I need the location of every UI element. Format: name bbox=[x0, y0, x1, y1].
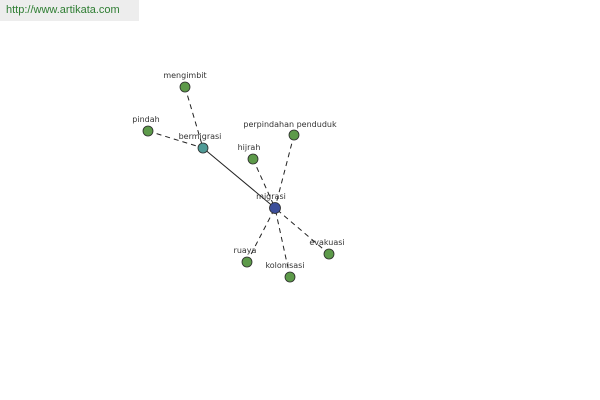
node-hijrah[interactable] bbox=[247, 153, 259, 165]
node-evakuasi[interactable] bbox=[323, 248, 335, 260]
node-label-mengimbit[interactable]: mengimbit bbox=[163, 71, 206, 80]
node-perpindahan-penduduk[interactable] bbox=[288, 129, 300, 141]
node-label-perpindahan-penduduk[interactable]: perpindahan penduduk bbox=[243, 120, 337, 129]
node-pindah[interactable] bbox=[142, 125, 154, 137]
label-group: mengimbit pindah bermigrasi perpindahan pen… bbox=[132, 71, 344, 270]
edge-perpindahan_penduduk-migrasi bbox=[274, 134, 295, 209]
node-label-kolonisasi[interactable]: kolonisasi bbox=[265, 261, 304, 270]
edge-group bbox=[147, 86, 330, 278]
edge-kolonisasi-migrasi bbox=[274, 207, 291, 278]
node-group bbox=[142, 81, 335, 283]
edge-mengimbit-bermigrasi bbox=[184, 86, 204, 149]
node-label-hijrah[interactable]: hijrah bbox=[238, 143, 261, 152]
node-label-pindah[interactable]: pindah bbox=[132, 115, 159, 124]
node-bermigrasi[interactable] bbox=[197, 142, 209, 154]
edge-bermigrasi-migrasi bbox=[202, 147, 276, 209]
node-label-migrasi[interactable]: migrasi bbox=[256, 192, 286, 201]
node-migrasi[interactable] bbox=[269, 202, 281, 214]
edge-pindah-bermigrasi bbox=[147, 130, 204, 149]
edge-evakuasi-migrasi bbox=[274, 207, 330, 255]
edge-ruaya-migrasi bbox=[246, 207, 276, 263]
site-url-link[interactable]: http://www.artikata.com bbox=[6, 4, 120, 16]
url-banner: http://www.artikata.com bbox=[0, 0, 139, 21]
node-ruaya[interactable] bbox=[241, 256, 253, 268]
node-label-ruaya[interactable]: ruaya bbox=[234, 246, 257, 255]
node-label-bermigrasi[interactable]: bermigrasi bbox=[179, 132, 222, 141]
node-mengimbit[interactable] bbox=[179, 81, 191, 93]
node-kolonisasi[interactable] bbox=[284, 271, 296, 283]
node-label-evakuasi[interactable]: evakuasi bbox=[309, 238, 344, 247]
